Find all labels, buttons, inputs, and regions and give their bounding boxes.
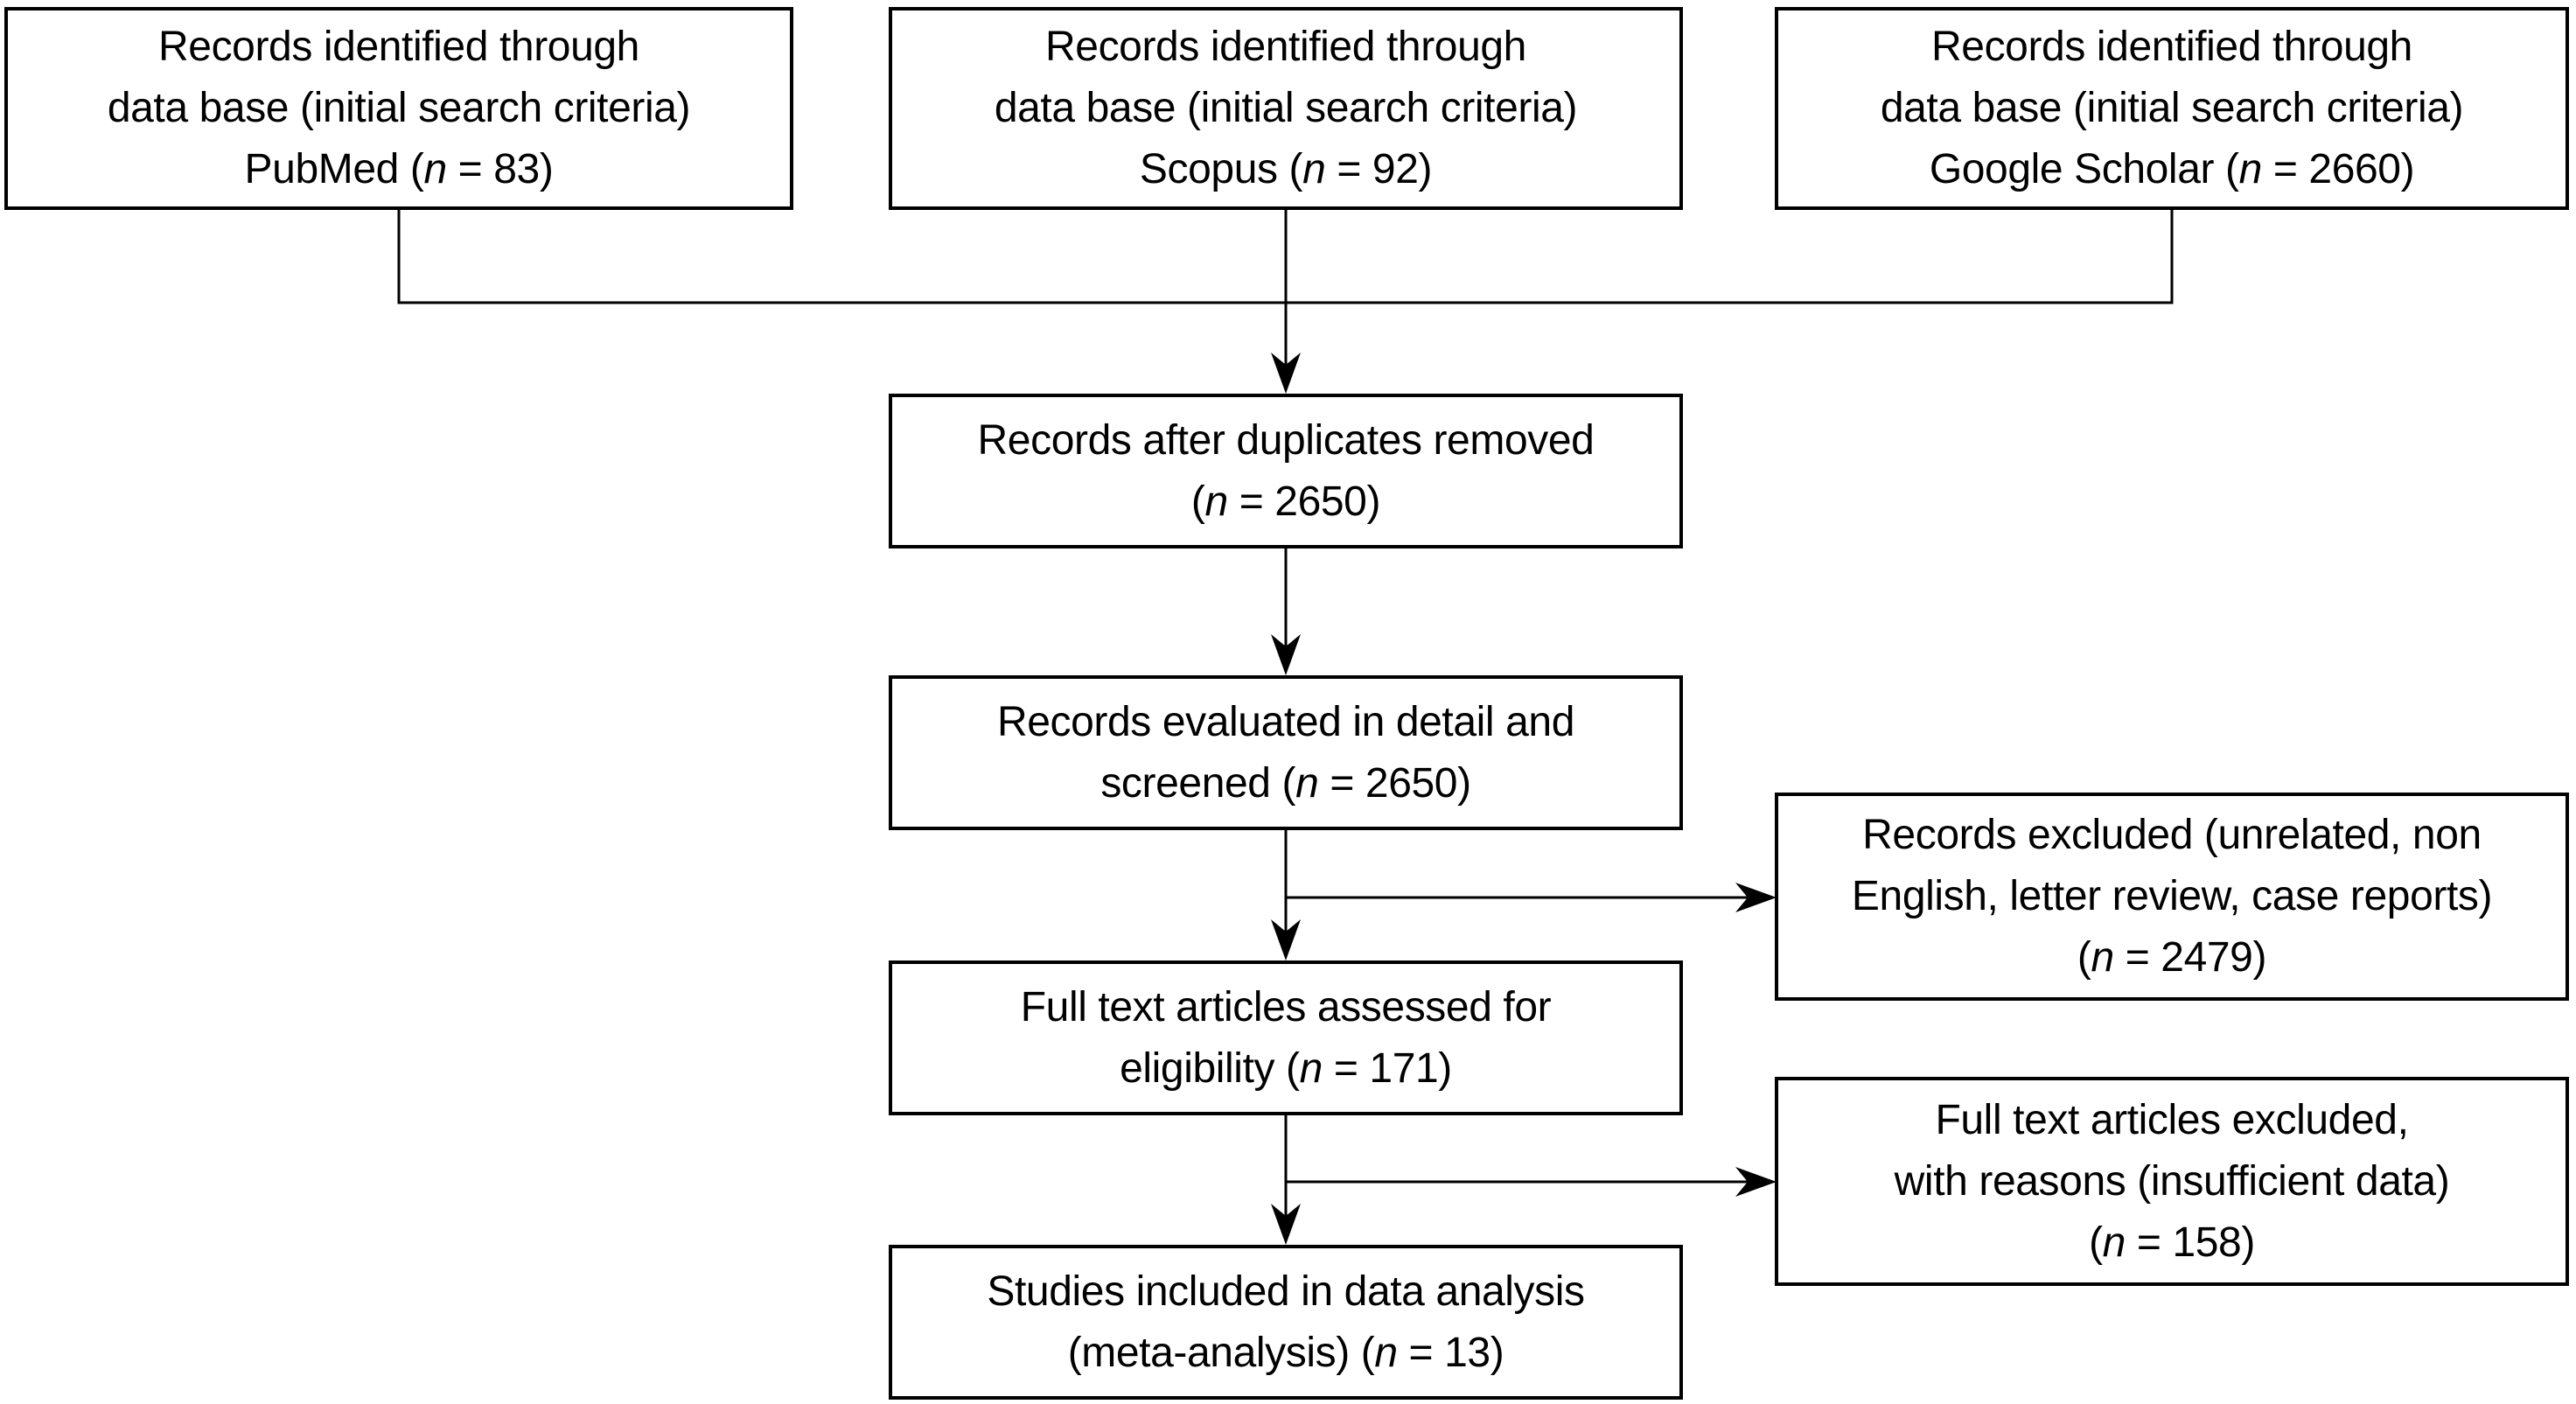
box-text-line: data base (initial search criteria) bbox=[1880, 85, 2464, 131]
arrowhead-into-fulltext bbox=[1271, 919, 1301, 960]
box-text-line: (n = 2479) bbox=[2077, 934, 2267, 981]
box-text-line: Records excluded (unrelated, non bbox=[1862, 812, 2482, 858]
arrowhead-into-included bbox=[1271, 1204, 1301, 1245]
box-text-line: Records after duplicates removed bbox=[977, 416, 1595, 464]
box-identified-google-scholar: Records identified through data base (in… bbox=[1775, 7, 2569, 210]
box-text-line: eligibility (n = 171) bbox=[1120, 1044, 1452, 1092]
box-text-line: (n = 158) bbox=[2089, 1219, 2255, 1266]
box-duplicates-removed: Records after duplicates removed (n = 26… bbox=[889, 394, 1683, 548]
box-records-excluded: Records excluded (unrelated, non English… bbox=[1775, 793, 2569, 1001]
box-fulltext-excluded: Full text articles excluded, with reason… bbox=[1775, 1077, 2569, 1286]
box-text-line: Scopus (n = 92) bbox=[1139, 146, 1433, 192]
arrowhead-into-fulltext-excluded bbox=[1735, 1167, 1777, 1197]
box-text-line: English, letter review, case reports) bbox=[1851, 873, 2493, 919]
box-text-line: Google Scholar (n = 2660) bbox=[1929, 146, 2415, 192]
box-text-line: Records identified through bbox=[158, 24, 639, 70]
box-text-line: Full text articles assessed for bbox=[1020, 983, 1552, 1030]
box-text-line: PubMed (n = 83) bbox=[244, 146, 554, 192]
box-identified-scopus: Records identified through data base (in… bbox=[889, 7, 1683, 210]
box-text-line: data base (initial search criteria) bbox=[107, 85, 691, 131]
box-text-line: Records evaluated in detail and bbox=[996, 698, 1575, 745]
box-text-line: (meta-analysis) (n = 13) bbox=[1067, 1329, 1504, 1376]
box-studies-included: Studies included in data analysis (meta-… bbox=[889, 1245, 1683, 1400]
box-text-line: with reasons (insufficient data) bbox=[1894, 1157, 2450, 1205]
box-evaluated-screened: Records evaluated in detail and screened… bbox=[889, 675, 1683, 830]
arrow-merge-to-duplicates bbox=[397, 210, 2174, 365]
arrow-screened-to-fulltext bbox=[1284, 829, 1748, 932]
arrowhead-into-records-excluded bbox=[1735, 883, 1777, 912]
arrow-fulltext-to-included bbox=[1284, 1115, 1748, 1216]
box-text-line: Records identified through bbox=[1045, 24, 1526, 70]
box-text-line: Full text articles excluded, bbox=[1935, 1096, 2409, 1143]
box-identified-pubmed: Records identified through data base (in… bbox=[4, 7, 793, 210]
box-fulltext-assessed: Full text articles assessed for eligibil… bbox=[889, 960, 1683, 1115]
arrowhead-into-screened bbox=[1271, 634, 1301, 675]
box-text-line: data base (initial search criteria) bbox=[994, 85, 1578, 131]
arrowhead-into-duplicates bbox=[1271, 353, 1301, 394]
box-text-line: screened (n = 2650) bbox=[1100, 759, 1471, 807]
box-text-line: Studies included in data analysis bbox=[987, 1268, 1585, 1315]
box-text-line: Records identified through bbox=[1931, 24, 2412, 70]
box-text-line: (n = 2650) bbox=[1190, 478, 1381, 525]
